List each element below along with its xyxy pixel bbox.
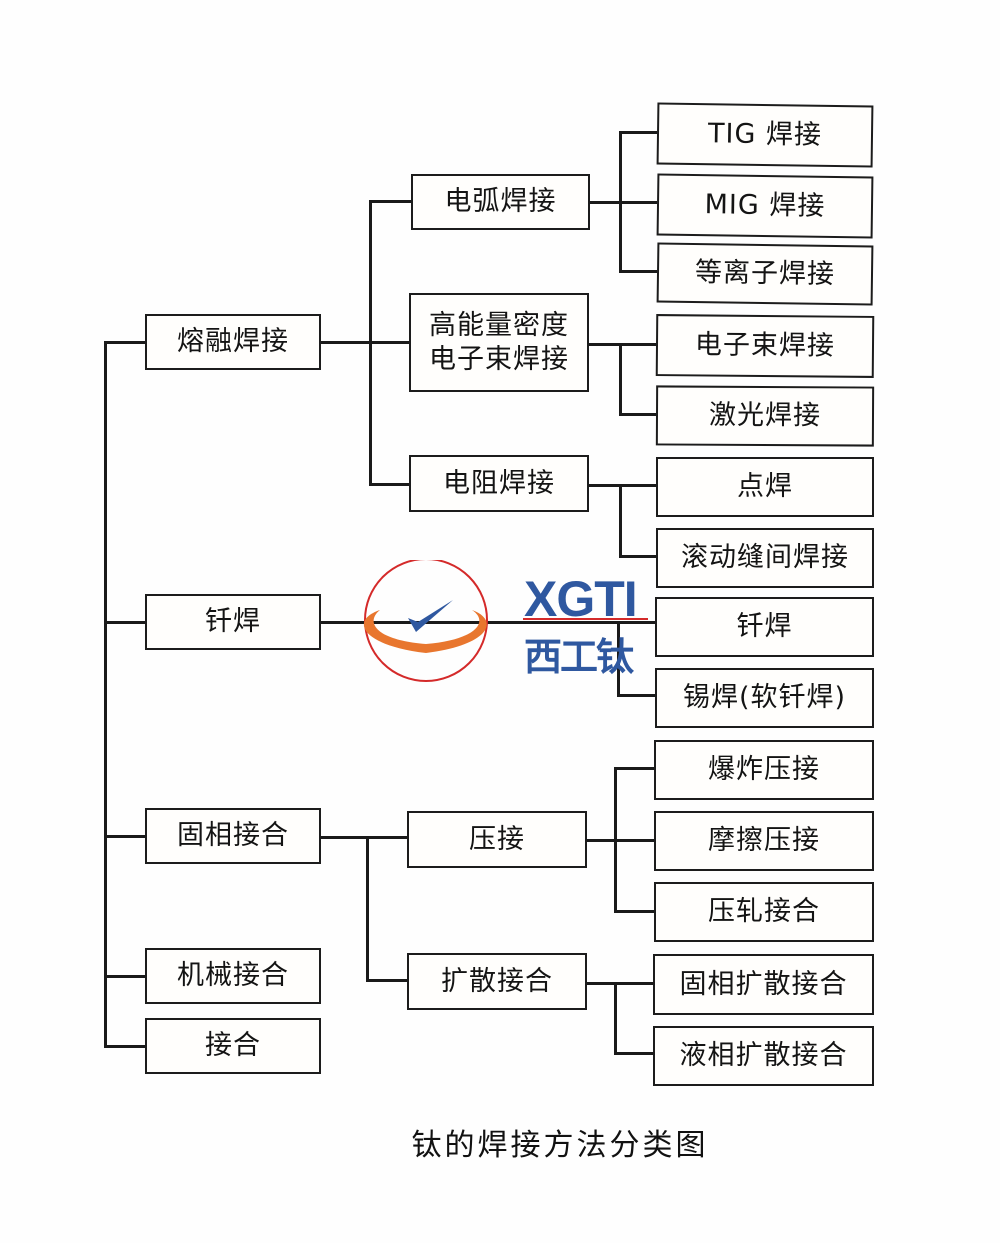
connector — [369, 200, 412, 203]
connector — [320, 836, 408, 839]
node-seam-welding: 滚动缝间焊接 — [656, 528, 874, 588]
connector — [104, 1045, 146, 1048]
connector — [619, 270, 658, 273]
trunk-line — [104, 341, 107, 1047]
node-label: 扩散接合 — [441, 965, 553, 997]
node-label: 钎焊 — [205, 606, 261, 638]
connector — [617, 621, 620, 696]
node-solid-diffusion: 固相扩散接合 — [653, 954, 874, 1015]
node-arc-welding: 电弧焊接 — [411, 174, 590, 230]
connector — [586, 839, 656, 842]
node-label: 钎焊 — [736, 611, 793, 643]
node-label: 压接 — [469, 823, 525, 855]
node-label-line2: 电子束焊接 — [429, 343, 569, 375]
connector — [619, 131, 658, 134]
node-label: TIG 焊接 — [707, 118, 823, 151]
node-label: 液相扩散接合 — [679, 1040, 848, 1072]
node-label: 电阻焊接 — [443, 467, 555, 499]
node-plasma-welding: 等离子焊接 — [656, 242, 874, 306]
node-brazing: 钎焊 — [145, 594, 321, 650]
node-electron-beam-welding: 电子束焊接 — [655, 314, 875, 378]
node-brazing-sub: 钎焊 — [655, 597, 874, 657]
connector — [320, 621, 658, 624]
node-diffusion-bonding: 扩散接合 — [407, 953, 587, 1010]
node-tig-welding: TIG 焊接 — [656, 102, 874, 168]
node-label: 熔融焊接 — [177, 326, 289, 358]
connector — [614, 767, 617, 912]
connector — [588, 201, 658, 204]
connector — [619, 484, 622, 557]
connector — [619, 343, 622, 415]
node-friction-welding: 摩擦压接 — [654, 811, 874, 871]
node-liquid-diffusion: 液相扩散接合 — [653, 1026, 874, 1086]
node-explosive-welding: 爆炸压接 — [654, 740, 874, 800]
node-label: 电弧焊接 — [444, 186, 557, 218]
node-solid-phase-bonding: 固相接合 — [145, 808, 321, 864]
connector — [588, 484, 658, 487]
watermark-text-cn: 西工钛 — [524, 635, 634, 679]
node-label: 爆炸压接 — [708, 754, 820, 786]
node-label: 锡焊(软钎焊) — [682, 682, 847, 714]
diagram-caption: 钛的焊接方法分类图 — [411, 1128, 709, 1163]
connector — [619, 413, 658, 416]
node-label: 摩擦压接 — [708, 825, 820, 857]
node-label: 滚动缝间焊接 — [681, 542, 849, 574]
connector — [104, 975, 146, 978]
connector — [369, 483, 412, 486]
connector — [619, 555, 658, 558]
node-soldering: 锡焊(软钎焊) — [655, 668, 874, 728]
connector — [104, 341, 146, 344]
node-laser-welding: 激光焊接 — [655, 385, 875, 447]
node-label: 固相扩散接合 — [679, 968, 848, 1000]
node-label: 激光焊接 — [708, 399, 822, 432]
node-label: 点焊 — [737, 471, 793, 503]
node-label: 机械接合 — [177, 960, 289, 992]
connector — [366, 979, 408, 982]
connector — [586, 982, 656, 985]
node-label: 接合 — [205, 1030, 261, 1062]
connector — [320, 341, 412, 344]
node-roll-bonding: 压轧接合 — [654, 882, 874, 942]
connector — [614, 767, 656, 770]
node-label: MIG 焊接 — [704, 189, 826, 222]
node-mechanical-joining: 机械接合 — [145, 948, 321, 1004]
connector — [614, 982, 617, 1054]
node-label: 电子束焊接 — [694, 329, 836, 362]
connector — [619, 131, 622, 272]
connector — [366, 836, 369, 981]
connector — [614, 1052, 656, 1055]
connector — [614, 910, 656, 913]
node-spot-welding: 点焊 — [656, 457, 874, 517]
connector — [104, 621, 146, 624]
watermark-text-en: XGTI — [524, 571, 638, 627]
connector — [369, 200, 372, 485]
connector — [104, 835, 146, 838]
node-resistance-welding: 电阻焊接 — [409, 455, 589, 512]
node-high-energy-density: 高能量密度 电子束焊接 — [409, 293, 589, 392]
watermark-logo-icon — [363, 560, 648, 682]
node-fusion-welding: 熔融焊接 — [145, 314, 321, 370]
node-label: 等离子焊接 — [694, 257, 836, 291]
connector — [617, 694, 658, 697]
node-label-line1: 高能量密度 — [429, 309, 569, 341]
node-label: 固相接合 — [177, 820, 289, 852]
node-joining: 接合 — [145, 1018, 321, 1074]
node-pressure-welding: 压接 — [407, 811, 587, 868]
node-mig-welding: MIG 焊接 — [656, 173, 874, 239]
node-label: 压轧接合 — [708, 896, 820, 928]
connector — [588, 343, 658, 346]
